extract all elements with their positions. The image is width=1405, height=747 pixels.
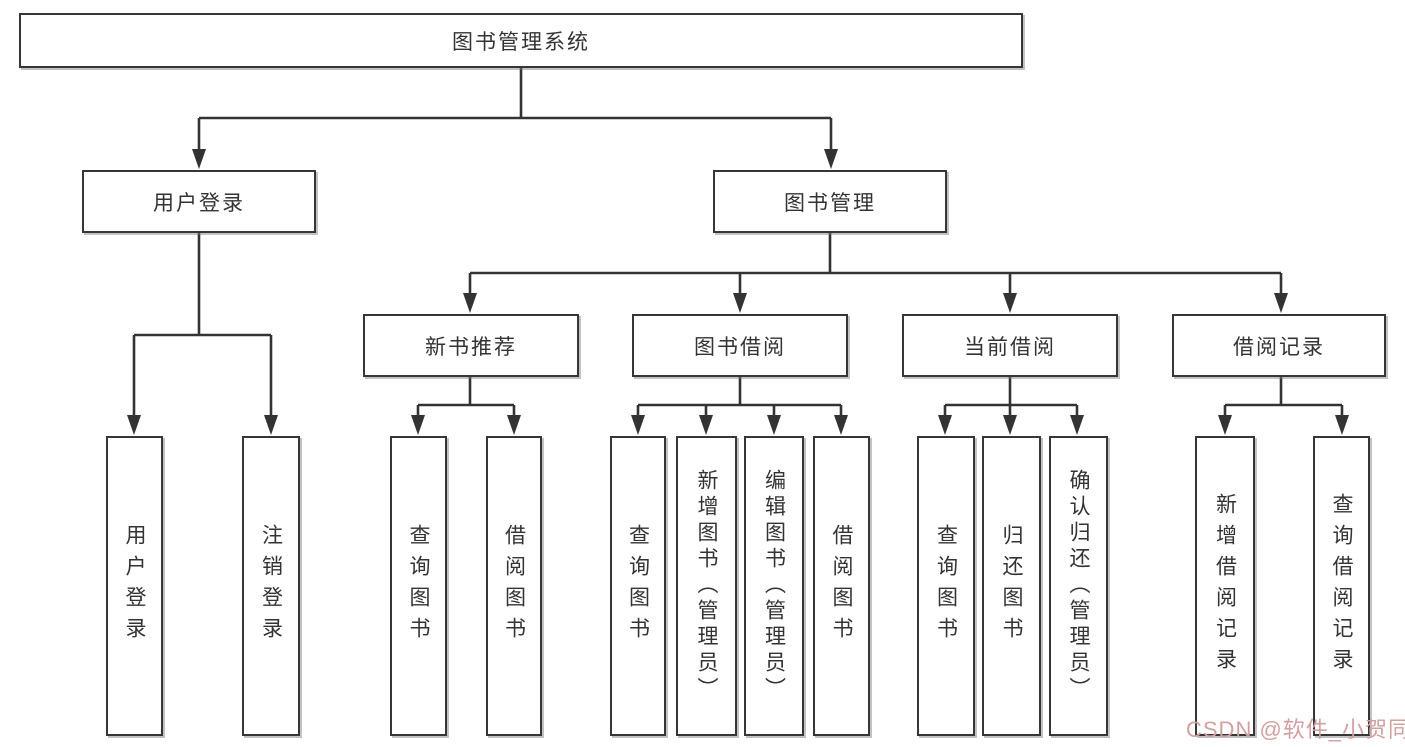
connector-current-to-leaves — [938, 377, 1084, 435]
leaf-borrow-query-books-label: 查询图书 — [626, 524, 650, 648]
connector-newbook-to-leaves — [411, 377, 521, 435]
node-current-borrow-label: 当前借阅 — [964, 335, 1056, 359]
leaf-confirm-return-admin: 确认归还（管理员） — [1049, 436, 1108, 736]
leaf-user-login-label: 用户登录 — [123, 524, 146, 648]
leaf-add-borrow-record: 新增借阅记录 — [1195, 436, 1255, 736]
leaf-edit-books-admin: 编辑图书（管理员） — [744, 436, 804, 736]
leaf-newbook-query-books-label: 查询图书 — [407, 524, 430, 648]
leaf-newbook-borrow-books-label: 借阅图书 — [502, 524, 526, 648]
leaf-return-books: 归还图书 — [982, 436, 1041, 736]
connector-root-to-level2 — [192, 68, 838, 169]
leaf-current-query-books-label: 查询图书 — [934, 524, 958, 648]
leaf-confirm-return-admin-label: 确认归还（管理员） — [1067, 469, 1090, 703]
node-book-management: 图书管理 — [713, 170, 947, 233]
leaf-current-query-books: 查询图书 — [917, 436, 975, 736]
leaf-logout-label: 注销登录 — [259, 524, 283, 648]
connector-borrow-to-leaves — [631, 377, 848, 435]
leaf-borrow-query-books: 查询图书 — [610, 436, 666, 736]
csdn-watermark: CSDN @软件_小贺同学 — [1186, 717, 1405, 742]
leaf-add-borrow-record-label: 新增借阅记录 — [1213, 493, 1237, 679]
node-new-book-recommend: 新书推荐 — [363, 314, 579, 377]
leaf-borrow-borrow-books: 借阅图书 — [813, 436, 870, 736]
leaf-query-borrow-record: 查询借阅记录 — [1313, 436, 1370, 736]
node-user-login: 用户登录 — [82, 170, 316, 233]
leaf-add-books-admin-label: 新增图书（管理员） — [695, 469, 718, 703]
leaf-borrow-borrow-books-label: 借阅图书 — [830, 524, 853, 648]
leaf-user-login: 用户登录 — [106, 436, 163, 736]
node-borrow-record-label: 借阅记录 — [1233, 335, 1325, 359]
node-book-borrow: 图书借阅 — [632, 314, 848, 377]
leaf-newbook-query-books: 查询图书 — [390, 436, 447, 736]
node-current-borrow: 当前借阅 — [902, 314, 1118, 377]
node-book-management-label: 图书管理 — [784, 191, 876, 215]
connector-userlogin-to-leaves — [127, 233, 278, 435]
node-library-system-label: 图书管理系统 — [452, 30, 590, 54]
node-new-book-recommend-label: 新书推荐 — [425, 335, 517, 359]
leaf-edit-books-admin-label: 编辑图书（管理员） — [762, 469, 786, 703]
node-book-borrow-label: 图书借阅 — [694, 335, 786, 359]
connector-record-to-leaves — [1218, 377, 1349, 435]
leaf-newbook-borrow-books: 借阅图书 — [486, 436, 542, 736]
leaf-return-books-label: 归还图书 — [1000, 524, 1023, 648]
node-borrow-record: 借阅记录 — [1172, 314, 1386, 377]
node-user-login-label: 用户登录 — [153, 191, 245, 215]
leaf-add-books-admin: 新增图书（管理员） — [676, 436, 737, 736]
connector-bookmgmt-to-level3 — [463, 233, 1288, 313]
leaf-logout: 注销登录 — [242, 436, 300, 736]
leaf-query-borrow-record-label: 查询借阅记录 — [1330, 493, 1353, 679]
node-library-system: 图书管理系统 — [19, 13, 1023, 68]
